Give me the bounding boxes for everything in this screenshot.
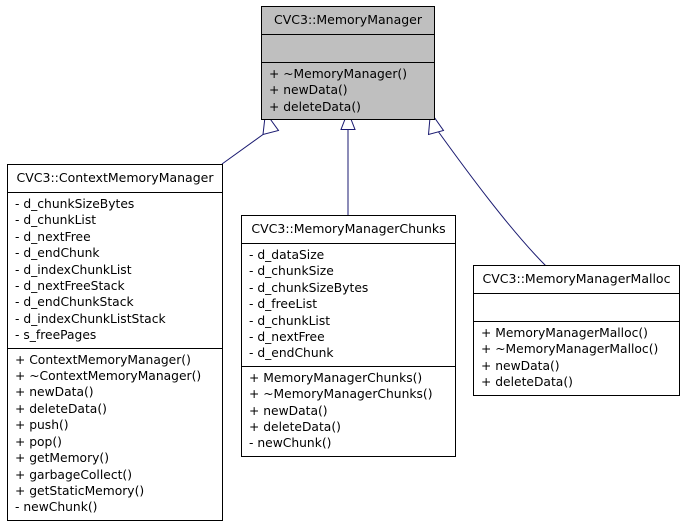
attribute-item: - d_nextFreeStack [15, 279, 125, 294]
method-item: + newData() [481, 358, 560, 373]
class-name-contextmemorymanager: CVC3::ContextMemoryManager [16, 170, 214, 185]
method-item: + deleteData() [249, 420, 341, 435]
method-item: + deleteData() [15, 401, 107, 416]
method-item: + getMemory() [15, 451, 110, 466]
attributes-section-contextmemorymanager: - d_chunkSizeBytes - d_chunkList - d_nex… [8, 192, 222, 348]
method-item: - newChunk() [15, 500, 98, 515]
attribute-item: - d_dataSize [249, 248, 325, 262]
class-box-contextmemorymanager[interactable]: CVC3::ContextMemoryManager - d_chunkSize… [7, 164, 223, 521]
attribute-item: - d_indexChunkList [15, 262, 132, 277]
method-item: + ContextMemoryManager() [15, 352, 191, 367]
class-name-memorymanagerchunks: CVC3::MemoryManagerChunks [251, 221, 446, 236]
method-item: + pop() [15, 434, 62, 449]
attribute-item: - s_freePages [15, 328, 97, 343]
attribute-item: - d_indexChunkListStack [15, 311, 166, 326]
class-box-memorymanagerchunks[interactable]: CVC3::MemoryManagerChunks - d_dataSize -… [241, 215, 456, 457]
method-item: - newChunk() [249, 436, 332, 451]
attributes-section-memorymanagerchunks: - d_dataSize - d_chunkSize - d_chunkSize… [242, 243, 455, 366]
methods-section-memorymanagerchunks: + MemoryManagerChunks() + ~MemoryManager… [242, 365, 455, 456]
method-item: + ~MemoryManager() [269, 67, 408, 81]
methods-section-contextmemorymanager: + ContextMemoryManager() + ~ContextMemor… [8, 347, 222, 520]
method-item: + newData() [15, 385, 94, 400]
attribute-item: - d_chunkList [249, 313, 331, 328]
attribute-item: - d_chunkSizeBytes [15, 197, 135, 211]
method-item: + push() [15, 418, 69, 433]
methods-section-memorymanagermalloc: + MemoryManagerMalloc() + ~MemoryManager… [474, 321, 679, 395]
edge-chunks-to-base [340, 110, 356, 215]
attribute-item: - d_chunkList [15, 213, 97, 228]
attribute-item: - d_endChunk [249, 346, 334, 361]
method-item: + deleteData() [481, 375, 573, 390]
attribute-item: - d_endChunk [15, 246, 100, 261]
attributes-section-memorymanager [262, 34, 434, 62]
method-item: + MemoryManagerMalloc() [481, 326, 648, 340]
class-name-memorymanager: CVC3::MemoryManager [273, 12, 422, 27]
method-item: + deleteData() [269, 99, 361, 114]
class-box-memorymanager[interactable]: CVC3::MemoryManager + ~MemoryManager() +… [261, 6, 435, 121]
attribute-item: - d_nextFree [249, 330, 325, 345]
attribute-item: - d_chunkSizeBytes [249, 280, 369, 295]
attribute-item: - d_endChunkStack [15, 295, 134, 310]
edge-context-to-base [221, 111, 280, 165]
method-item: + getStaticMemory() [15, 483, 145, 498]
attribute-item: - d_chunkSize [249, 264, 334, 279]
method-item: + garbageCollect() [15, 467, 133, 482]
class-name-memorymanagermalloc: CVC3::MemoryManagerMalloc [482, 271, 671, 286]
method-item: + ~MemoryManagerChunks() [249, 387, 433, 402]
method-item: + newData() [249, 403, 328, 418]
method-item: + ~ContextMemoryManager() [15, 369, 202, 384]
class-box-memorymanagermalloc[interactable]: CVC3::MemoryManagerMalloc + MemoryManage… [473, 265, 680, 396]
attributes-section-memorymanagermalloc [474, 293, 679, 321]
uml-class-diagram: CVC3::MemoryManager + ~MemoryManager() +… [7, 6, 680, 521]
method-item: + ~MemoryManagerMalloc() [481, 342, 659, 357]
method-item: + newData() [269, 83, 348, 98]
method-item: + MemoryManagerChunks() [249, 370, 423, 385]
attribute-item: - d_freeList [249, 297, 318, 312]
attribute-item: - d_nextFree [15, 229, 91, 244]
methods-section-memorymanager: + ~MemoryManager() + newData() + deleteD… [262, 62, 434, 119]
